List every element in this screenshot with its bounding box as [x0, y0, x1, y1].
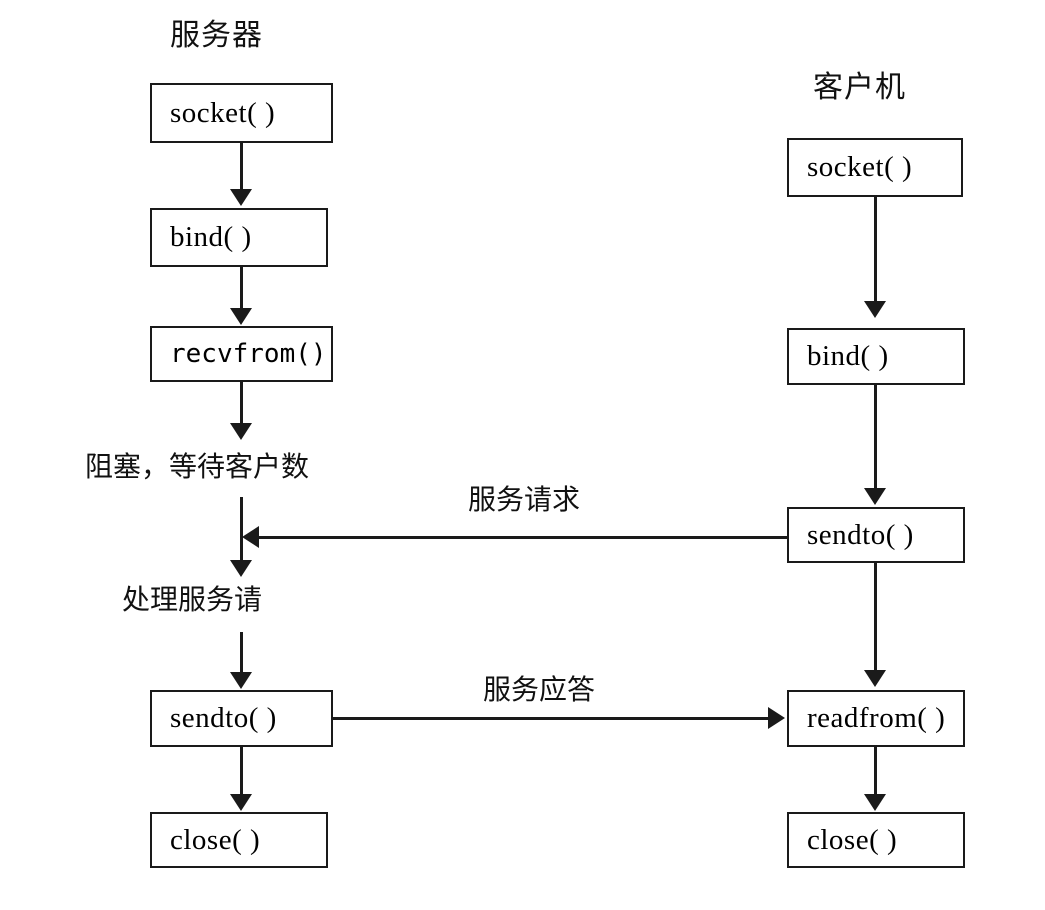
arrow-down-icon — [230, 560, 252, 577]
client-node-close[interactable]: close( ) — [787, 812, 965, 868]
server-node-bind[interactable]: bind( ) — [150, 208, 328, 267]
arrow-down-icon — [230, 672, 252, 689]
arrow-down-icon — [230, 423, 252, 440]
connector-server-recvfrom-to-block — [240, 382, 243, 426]
client-node-sendto[interactable]: sendto( ) — [787, 507, 965, 563]
client-node-socket[interactable]: socket( ) — [787, 138, 963, 197]
connector-client-socket-to-bind — [874, 197, 877, 305]
edge-label-service-request: 服务请求 — [468, 483, 581, 516]
server-column-title: 服务器 — [170, 18, 263, 53]
connector-server-bind-to-recvfrom — [240, 267, 243, 311]
edge-service-response-line — [333, 717, 770, 720]
connector-client-bind-to-sendto — [874, 385, 877, 490]
server-node-socket[interactable]: socket( ) — [150, 83, 333, 143]
server-note-blocking: 阻塞，等待客户数 — [85, 450, 310, 483]
client-node-readfrom[interactable]: readfrom( ) — [787, 690, 965, 747]
connector-server-junction-to-handle — [240, 537, 243, 569]
arrow-left-icon — [242, 526, 259, 548]
edge-label-service-response: 服务应答 — [483, 673, 596, 706]
connector-server-handle-to-sendto — [240, 632, 243, 676]
server-note-handling: 处理服务请 — [122, 583, 263, 616]
client-node-bind[interactable]: bind( ) — [787, 328, 965, 385]
arrow-down-icon — [864, 794, 886, 811]
arrow-right-icon — [768, 707, 785, 729]
connector-server-socket-to-bind — [240, 143, 243, 191]
arrow-down-icon — [230, 189, 252, 206]
connector-client-readfrom-to-close — [874, 747, 877, 797]
arrow-down-icon — [864, 488, 886, 505]
edge-service-request-line — [252, 536, 787, 539]
server-node-sendto[interactable]: sendto( ) — [150, 690, 333, 747]
connector-server-sendto-to-close — [240, 747, 243, 797]
arrow-down-icon — [230, 794, 252, 811]
server-node-close[interactable]: close( ) — [150, 812, 328, 868]
client-column-title: 客户机 — [813, 70, 906, 105]
arrow-down-icon — [864, 301, 886, 318]
arrow-down-icon — [230, 308, 252, 325]
server-node-recvfrom[interactable]: recvfrom() — [150, 326, 333, 382]
connector-client-sendto-to-readfrom — [874, 563, 877, 673]
connector-server-block-to-junction — [240, 497, 243, 539]
arrow-down-icon — [864, 670, 886, 687]
